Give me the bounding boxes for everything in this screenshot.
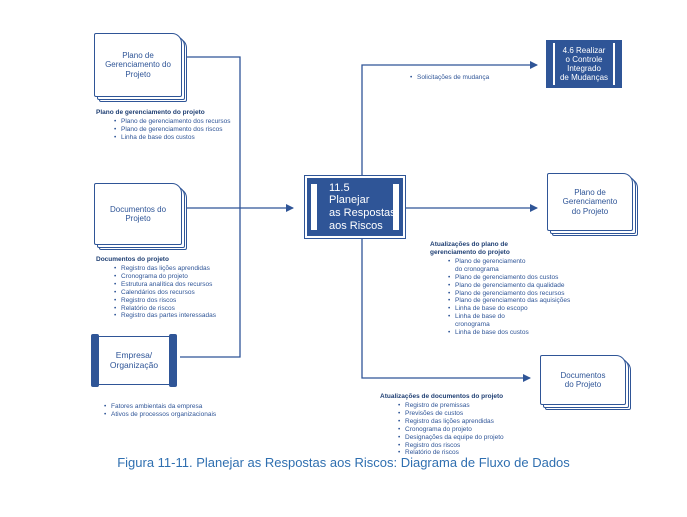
process-tab-left [311, 184, 317, 230]
input-documentos-projeto-doc: Documentos do Projeto [94, 183, 187, 250]
list-item: Plano de gerenciamento dos recursos [448, 290, 570, 298]
list-item: Registro dos riscos [114, 297, 216, 305]
output-plano-details: Atualizações do plano de gerenciamento d… [430, 241, 570, 337]
list-item: Cronograma do projeto [114, 273, 216, 281]
process-planejar-respostas-riscos: 11.5 Planejar as Respostas aos Riscos [304, 175, 406, 239]
list-item: Plano de gerenciamento dos custos [448, 274, 570, 282]
output-controle-list: Solicitações de mudança [410, 74, 489, 82]
output-plano-list: Plano de gerenciamento do cronograma Pla… [430, 258, 570, 337]
list-item: Designações da equipe do projeto [398, 434, 504, 442]
list-item: Linha de base dos custos [114, 134, 230, 142]
output-controle-label: 4.6 Realizar o Controle Integrado de Mud… [559, 45, 609, 83]
input-plano-gerenciamento-doc: Plano de Gerenciamento do Projeto [94, 33, 187, 102]
list-item: Linha de base dos custos [448, 329, 570, 337]
input-empresa-list: Fatores ambientais da empresa Ativos de … [104, 403, 216, 419]
list-item: Relatório de riscos [114, 305, 216, 313]
list-item: Ativos de processos organizacionais [104, 411, 216, 419]
input-plano-list: Plano de gerenciamento dos recursos Plan… [96, 118, 230, 142]
figure-caption: Figura 11-11. Planejar as Respostas aos … [117, 455, 570, 470]
output-documentos-details: Atualizações de documentos do projeto Re… [380, 393, 504, 457]
list-item: Linha de base do cronograma [448, 313, 570, 329]
list-item: Plano de gerenciamento das aquisições [448, 297, 570, 305]
list-item: Registro das lições aprendidas [398, 418, 504, 426]
input-documentos-label: Documentos do Projeto [109, 204, 167, 223]
list-item: Fatores ambientais da empresa [104, 403, 216, 411]
list-item: Previsões de custos [398, 410, 504, 418]
list-item: Solicitações de mudança [410, 74, 489, 82]
input-bus-line [180, 56, 241, 358]
output-arrow-documentos [361, 238, 531, 382]
output-controle-integrado-box: 4.6 Realizar o Controle Integrado de Mud… [546, 40, 622, 88]
input-documentos-list: Registro das lições aprendidas Cronogram… [96, 265, 216, 320]
input-empresa-details: Fatores ambientais da empresa Ativos de … [104, 403, 216, 419]
list-item: Registro das partes interessadas [114, 312, 216, 320]
output-documentos-list: Registro de premissas Previsões de custo… [380, 402, 504, 457]
list-item: Linha de base do escopo [448, 305, 570, 313]
list-item: Calendários dos recursos [114, 289, 216, 297]
output-arrow-controle [361, 61, 538, 176]
process-label: 11.5 Planejar as Respostas aos Riscos [329, 181, 396, 232]
list-item: Estrutura analítica dos recursos [114, 281, 216, 289]
output-controle-details: Solicitações de mudança [410, 74, 489, 82]
input-plano-heading: Plano de gerenciamento do projeto [96, 109, 205, 116]
list-item: Relatório de riscos [398, 449, 504, 457]
output-documentos-heading: Atualizações de documentos do projeto [380, 393, 504, 400]
input-empresa-organizacao-box: Empresa/ Organização [91, 334, 177, 387]
input-documentos-details: Documentos do projeto Registro das liçõe… [96, 256, 216, 320]
scroll-bar-left [91, 334, 99, 387]
output-documentos-label: Documentos do Projeto [560, 370, 606, 389]
input-documentos-heading: Documentos do projeto [96, 256, 169, 263]
external-box-inner-border [553, 43, 615, 85]
scroll-bar-right [169, 334, 177, 387]
input-empresa-label: Empresa/ Organização [109, 349, 159, 370]
list-item: Plano de gerenciamento do cronograma [448, 258, 570, 274]
process-tab-right [393, 184, 399, 230]
list-item: Plano de gerenciamento dos recursos [114, 118, 230, 126]
list-item: Plano de gerenciamento dos riscos [114, 126, 230, 134]
output-plano-heading: Atualizações do plano de gerenciamento d… [430, 241, 510, 256]
list-item: Cronograma do projeto [398, 426, 504, 434]
output-documentos-projeto-doc: Documentos do Projeto [540, 355, 631, 410]
list-item: Registro de premissas [398, 402, 504, 410]
output-plano-label: Plano de Gerenciamento do Projeto [562, 188, 618, 216]
input-plano-label: Plano de Gerenciamento do Projeto [105, 51, 171, 79]
input-plano-details: Plano de gerenciamento do projeto Plano … [96, 109, 230, 142]
list-item: Plano de gerenciamento da qualidade [448, 282, 570, 290]
list-item: Registro dos riscos [398, 442, 504, 450]
output-plano-gerenciamento-doc: Plano de Gerenciamento do Projeto [547, 173, 638, 236]
list-item: Registro das lições aprendidas [114, 265, 216, 273]
